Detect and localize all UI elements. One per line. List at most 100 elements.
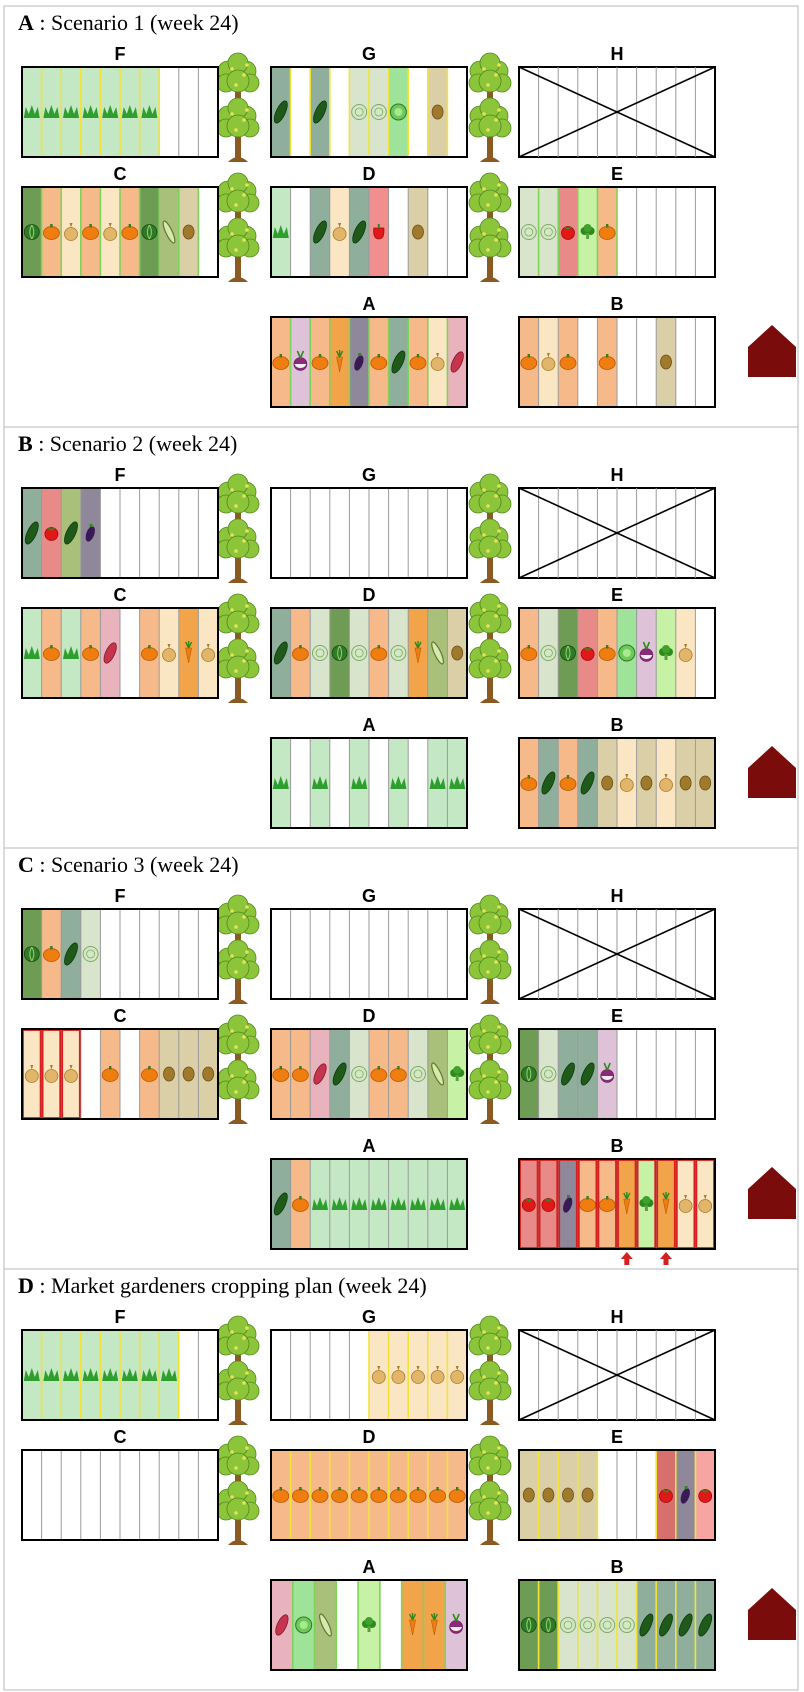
plot-frame <box>270 1329 468 1421</box>
plot-frame <box>270 1579 468 1671</box>
cross-line <box>518 487 716 579</box>
squash-icon <box>389 1066 407 1082</box>
plot-label: G <box>362 465 376 485</box>
onion-icon <box>332 223 347 241</box>
plot-D: D <box>270 585 468 699</box>
squash-icon <box>272 1066 290 1082</box>
melon-icon <box>23 946 40 962</box>
potato-icon <box>601 775 614 791</box>
potato-icon <box>451 645 464 661</box>
squash-icon <box>389 1487 407 1503</box>
squash-icon <box>331 1487 349 1503</box>
plot-frame <box>518 1028 716 1120</box>
panel-title: A : Scenario 1 (week 24) <box>18 10 239 35</box>
bed <box>198 488 218 578</box>
onion-icon <box>659 774 673 792</box>
cucumber-icon <box>678 1613 693 1637</box>
melon-icon <box>540 1617 557 1633</box>
salad-icon <box>312 1197 328 1210</box>
plot-H: H <box>518 886 716 1000</box>
plot-B: B <box>518 1136 716 1265</box>
salad-icon <box>23 646 40 659</box>
plot-label: A <box>363 1557 376 1577</box>
bed <box>120 1029 140 1119</box>
salad-icon <box>370 1197 387 1210</box>
plot-label: E <box>611 1427 623 1447</box>
bed <box>100 1450 120 1540</box>
squash-icon <box>370 1487 388 1503</box>
squash-icon <box>409 1487 427 1503</box>
salad-icon <box>390 1197 407 1210</box>
squash-icon <box>370 354 388 370</box>
melon-icon <box>23 224 40 240</box>
plot-label: E <box>611 1006 623 1026</box>
tree-icon <box>468 638 512 703</box>
eggplant-icon <box>85 524 95 542</box>
shed-icon <box>748 325 796 377</box>
cucumber-icon <box>541 771 556 795</box>
tree-icon <box>216 97 260 162</box>
bed <box>120 488 140 578</box>
bed <box>271 909 291 999</box>
onion-icon <box>619 774 634 792</box>
bed <box>369 488 389 578</box>
lettuce-icon <box>618 644 636 662</box>
bed <box>408 67 428 157</box>
plot-C: C <box>21 164 219 278</box>
plot-label: G <box>362 44 376 64</box>
squash-icon <box>598 224 616 240</box>
panel-title-text: : Scenario 3 (week 24) <box>34 852 239 877</box>
potato-icon <box>581 1487 594 1503</box>
eggplant-icon <box>680 1486 690 1504</box>
bed <box>159 67 179 157</box>
bed <box>617 1450 637 1540</box>
bed <box>408 488 428 578</box>
panel-title: D : Market gardeners cropping plan (week… <box>18 1273 427 1298</box>
bed <box>329 909 350 999</box>
salad-icon <box>23 1368 40 1381</box>
squash-icon <box>291 1066 309 1082</box>
plot-label: H <box>611 1307 624 1327</box>
melon-icon <box>520 1066 537 1082</box>
plot-G: G <box>270 465 468 579</box>
squash-icon <box>43 224 60 240</box>
plot-label: F <box>115 44 126 64</box>
bed <box>80 1450 101 1540</box>
cucumber-icon <box>580 1062 595 1086</box>
bed <box>198 1330 218 1420</box>
bed <box>310 909 330 999</box>
onion-icon <box>678 644 693 662</box>
bed <box>159 1450 179 1540</box>
shed-icon <box>748 746 796 798</box>
plot-frame <box>21 607 219 699</box>
melon-icon <box>141 224 158 240</box>
bed <box>636 1450 657 1540</box>
squash-icon <box>598 645 616 661</box>
potato-icon <box>412 224 424 240</box>
panel-letter: D <box>18 1273 34 1298</box>
bed <box>349 1330 369 1420</box>
cucumber-icon <box>698 1613 713 1637</box>
bed <box>636 317 657 407</box>
cucumber-icon <box>273 100 288 124</box>
plot-G: G <box>270 1307 468 1421</box>
onion-icon <box>450 1366 465 1384</box>
onion-icon <box>201 644 216 662</box>
cucumber-icon <box>580 771 595 795</box>
squash-icon <box>311 1487 329 1503</box>
plot-label: H <box>611 886 624 906</box>
plot-label: B <box>611 1557 624 1577</box>
tree-icon <box>216 1480 260 1545</box>
onion-icon <box>162 644 176 662</box>
bed <box>198 1450 218 1540</box>
squash-icon <box>101 1066 119 1082</box>
carrot-icon <box>623 1192 631 1215</box>
bed <box>617 1029 637 1119</box>
arrow-icon <box>620 1252 633 1265</box>
panel-title: B : Scenario 2 (week 24) <box>18 431 237 456</box>
panel-letter: B <box>18 431 33 456</box>
plot-label: A <box>363 1136 376 1156</box>
cucumber-icon <box>352 220 367 244</box>
plot-D: D <box>270 1427 468 1541</box>
turnip-icon <box>600 1062 615 1083</box>
